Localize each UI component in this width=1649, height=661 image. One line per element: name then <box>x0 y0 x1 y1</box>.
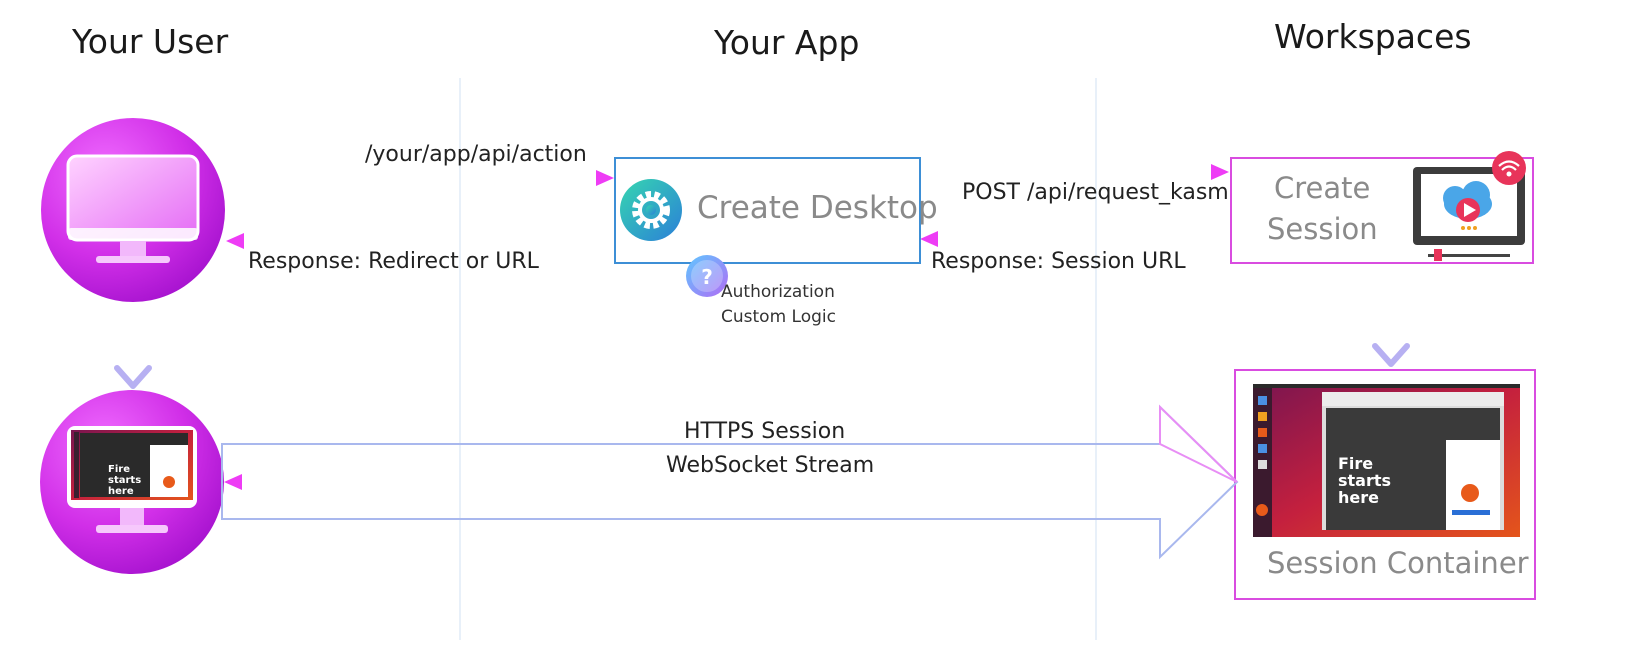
label-https-session: HTTPS Session <box>684 419 846 444</box>
label-post-request: POST /api/request_kasm <box>962 180 1229 205</box>
cloud-play-laptop-icon <box>1413 167 1525 261</box>
session-screenshot <box>1253 384 1520 537</box>
label-response-session: Response: Session URL <box>931 249 1186 274</box>
label-authorization: Authorization <box>721 282 835 302</box>
create-session-label-line2: Session <box>1267 212 1378 246</box>
create-session-label-line1: Create <box>1274 171 1371 205</box>
column-title-workspaces: Workspaces <box>1274 17 1472 56</box>
mini-fire-line1: Fire <box>108 464 130 475</box>
label-api-action: /your/app/api/action <box>365 142 587 167</box>
gear-icon <box>620 179 682 241</box>
arrow-post-request <box>921 164 1229 180</box>
container-fire-line3: here <box>1338 488 1379 507</box>
question-icon: ? <box>686 255 728 297</box>
create-desktop-label: Create Desktop <box>697 190 938 226</box>
session-container-label: Session Container <box>1267 546 1529 580</box>
arrow-response-session <box>920 231 1231 247</box>
wifi-icon <box>1492 151 1526 185</box>
label-websocket-stream: WebSocket Stream <box>666 453 875 478</box>
svg-text:?: ? <box>701 265 713 289</box>
user-desktop-session-icon <box>40 390 224 574</box>
arrow-response-redirect <box>226 233 615 249</box>
label-custom-logic: Custom Logic <box>721 307 836 327</box>
arrow-session-down <box>1372 268 1410 367</box>
arrow-websocket-stream <box>224 474 1235 490</box>
column-title-app: Your App <box>714 23 860 62</box>
arrow-api-action <box>226 170 614 186</box>
https-session-hollow-arrow-magenta <box>1159 404 1238 483</box>
container-fire-line1: Fire <box>1338 454 1373 473</box>
label-response-redirect: Response: Redirect or URL <box>248 249 539 274</box>
mini-fire-line3: here <box>108 486 134 497</box>
mini-fire-line2: starts <box>108 475 141 486</box>
user-monitor-icon <box>41 118 225 302</box>
arrow-user-down <box>114 304 152 389</box>
column-title-user: Your User <box>72 22 229 61</box>
container-fire-line2: starts <box>1338 471 1391 490</box>
